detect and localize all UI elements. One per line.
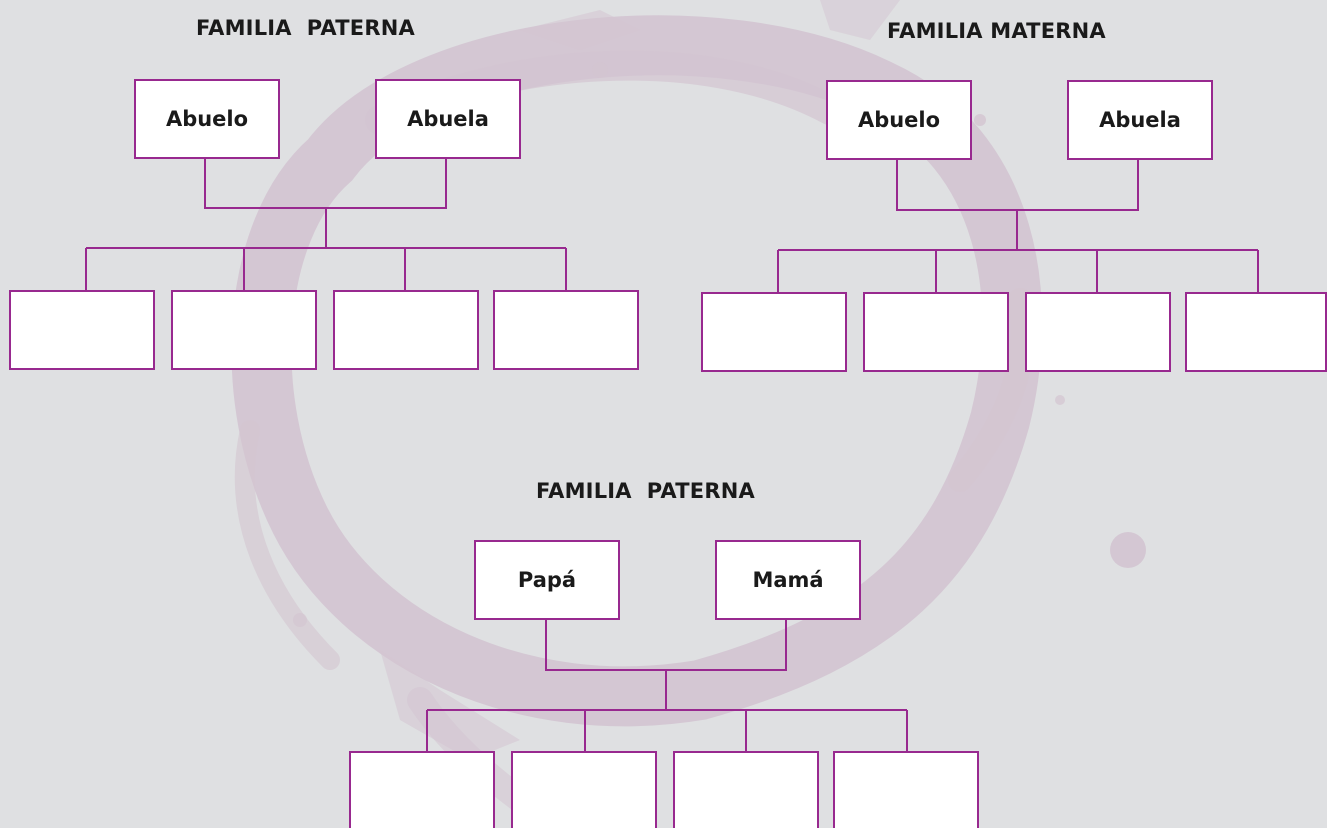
child-box[interactable]: [349, 751, 495, 828]
child-box[interactable]: [171, 290, 317, 370]
grandmother-box: Abuela: [1067, 80, 1213, 160]
child-box[interactable]: [1025, 292, 1171, 372]
child-box[interactable]: [673, 751, 819, 828]
maternal-family-heading: FAMILIA MATERNA: [887, 19, 1106, 43]
child-box[interactable]: [9, 290, 155, 370]
father-box: Papá: [474, 540, 620, 620]
child-box[interactable]: [863, 292, 1009, 372]
mother-box: Mamá: [715, 540, 861, 620]
grandfather-box: Abuelo: [134, 79, 280, 159]
family-heading: FAMILIA PATERNA: [536, 479, 755, 503]
child-box[interactable]: [701, 292, 847, 372]
grandmother-box: Abuela: [375, 79, 521, 159]
grandfather-box: Abuelo: [826, 80, 972, 160]
paternal-family-heading: FAMILIA PATERNA: [196, 16, 415, 40]
child-box[interactable]: [333, 290, 479, 370]
child-box[interactable]: [493, 290, 639, 370]
child-box[interactable]: [511, 751, 657, 828]
child-box[interactable]: [1185, 292, 1327, 372]
child-box[interactable]: [833, 751, 979, 828]
